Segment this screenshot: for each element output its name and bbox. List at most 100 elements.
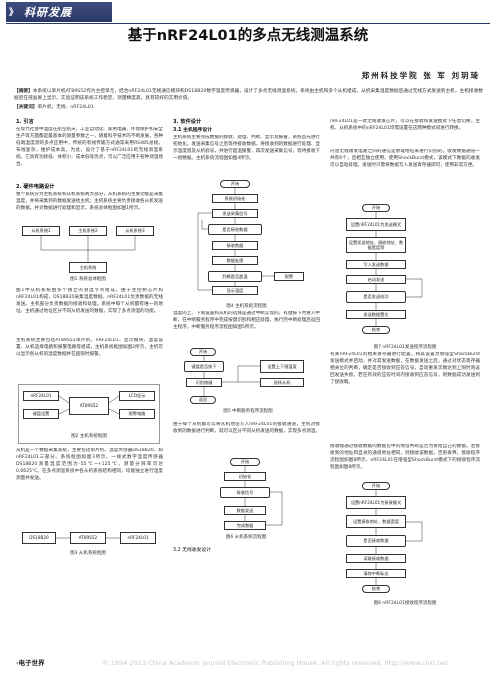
fig7-end: 结束 [362,326,390,334]
figure-8: 开始 设置nRF24L01为接收模式 设置接收地址、数据宽度 是否接收数据 读取… [342,482,472,630]
fig1-slave-3-box: 从机系统3 [116,226,154,236]
section-3-1-title: 3.1 主机程序设计 [173,128,212,133]
fig7-check-success: 是否发送成功 [346,291,406,303]
fig4-receive: 接收数据 [212,241,258,250]
fig8-read-data: 读取接收数据 [346,554,406,563]
fig8-caption: 图8 nRF24L01接收程序流程图 [373,601,437,606]
fig5-key-check: 键盘是否按下 [184,361,224,372]
fig1-slave-1-box: 从机系统1 [22,226,60,236]
fig5-caption: 图5 中断服务程序流程图 [223,409,273,414]
section-3-2-title: 3.2 无线收发设计 [173,548,211,553]
fig6-receive: 接收信号 [220,487,270,498]
fig6-arrows [244,466,283,526]
page-label: ·电子世界 [16,659,45,667]
fig5-start: 开始 [190,348,216,356]
fig7-set-flag: 发送数据置位 [346,310,406,319]
fig8-clear-irq: 清除中断标志 [346,569,406,578]
fig3-caption: 图3 从机系统框图 [70,551,106,556]
section-2-text-2: 图1中从机系统由多个独立的测温节点组成，由于主控制芯片和nRF24L01构成，D… [16,288,163,314]
col3-text-4: 接收端通过接收数据的数据包中的地址判断是否为发给自己的数据，若接收到的地址和自身… [330,444,480,470]
col3-text-1: nRF24L01是一款无线收发芯片，可以在接收和发送模式下任意切换，主机、从机系… [330,119,480,131]
keywords-text: 单片机；无线；nRF24L01 [37,105,94,110]
fig6-send: 数据发送 [224,506,266,515]
fig5-select-slave: 选择从机 [260,378,304,387]
section-2-title: 2. 硬件电路设计 [16,184,55,190]
fig8-check-receive: 是否接收数据 [346,535,406,547]
figure-2: AT89S52 nRF24L01 LCD显示 报警电路 键盘设置 图2 主机系统… [18,384,160,444]
fig7-start: 开始 [362,204,390,212]
section-3-1-text: 主机系统主要完成数据的接收、处理、判断、显示及报警，系统首先进行初始化，发送采集… [173,135,320,161]
keywords: 【关键词】单片机；无线；nRF24L01 [14,104,484,111]
fig7-write-data: 写入发送数据 [346,260,406,269]
fig7-start-tx: 启动发送 [346,275,406,284]
fig8-arrows [375,490,423,585]
authors: 郑州科技学院 张 军 刘玥琦 [361,71,480,80]
fig4-alarm: 报警 [274,272,304,281]
fig3-mcu-box: AT89S52 [70,532,106,544]
section-3-1-text-2: 温度的上、下限设置和从机的选择是通过中断实现的，有键按下时进入中断，在中断服务程… [173,311,320,330]
section-2-text-3: 主机系统主要包括AT89S52单片机、nRF24L01、显示模块、温度设置、从机… [16,338,163,357]
abstract: 【摘要】本系统以单片机AT89S52作为主控单元，结合nRF24L01无线通信模… [14,88,484,102]
fig8-start: 开始 [362,482,390,490]
figure-4: 开始 系统初始化 发送采集信号 是否接收数据 接收数据 数据处理 判断是否超温 … [178,180,318,302]
fig4-send-signal: 发送采集信号 [212,209,258,218]
fig4-display: 显示温度 [212,286,258,295]
keywords-label: 【关键词】 [14,105,38,110]
fig2-mcu-box: AT89S52 [69,397,109,415]
fig1-arrows [40,236,136,262]
fig8-set-addr: 设置接收地址、数据宽度 [346,515,406,528]
col3-text-3: 有关nRF24L01的相关寄存器进行配置，将其设置为增强型ShockBurst发… [330,352,480,385]
fig8-set-rx: 设置nRF24L01为接收模式 [346,496,406,509]
figure-6: 开始 初始化 接收信号 数据发送 完成数据 图6 从机系统流程图 [196,458,296,544]
fig1-slave-2-box: 主机系统2 [69,226,107,236]
fig4-check-over: 判断是否超温 [208,271,262,282]
fig4-process: 数据处理 [212,256,258,265]
col3-text-2: 内含无线收发电路之间的通信是依靠地址来进行识别的。收发数据通道一共有6个，且相互… [330,149,480,168]
fig2-arrows [58,395,120,415]
header-rule [6,23,490,24]
fig2-lcd-box: LCD显示 [119,391,155,401]
fig6-caption: 图6 从机系统流程图 [225,535,267,540]
abstract-text: 本系统以单片机AT89S52作为主控单元，结合nRF24L01无线通信模块和DS… [14,89,483,101]
figure-7: 开始 设置nRF24L01为发送模式 设置发送地址、接收地址、数据宽度等 写入发… [342,204,472,376]
fig2-caption: 图2 主机系统框图 [71,434,107,439]
section-label: 科研发展 [24,6,72,19]
copyright-watermark: © 1994-2013 China Academic Journal Elect… [102,659,448,667]
figure-3: DS18B20 AT89S52 nRF24L01 图3 从机系统框图 [18,526,158,562]
fig4-arrows [197,188,274,291]
fig6-complete: 完成数据 [224,521,266,530]
banner-arrow-icon: 》 [9,8,19,18]
fig1-master-box: 主机系统 [69,262,107,273]
fig2-alarm-box: 报警电路 [119,409,155,419]
fig4-check-receive: 是否接收数据 [208,224,262,235]
fig4-caption: 图4 主机系统流程图 [226,304,267,309]
figure-1: 从机系统1 主机系统2 从机系统3 主机系统 图1 系统总体框图 [18,222,158,284]
figure-5: 开始 键盘是否按下 识别按键 设置上下限温度 选择从机 返回 图5 中断服务程序… [178,348,318,418]
fig7-set-addr: 设置发送地址、接收地址、数据宽度等 [346,237,406,253]
fig8-end: 结束 [362,585,390,593]
fig6-start: 开始 [230,458,260,466]
fig7-caption: 图7 nRF24L01发送程序流程图 [373,345,437,350]
fig3-arrows [56,537,120,539]
fig5-arrows [203,356,260,396]
section-3-1-text-3: 由于每个从机都可以将从机地址写入nRF24L01的接收通道，主机对接收到的数据进… [173,422,320,434]
section-1-title: 1. 引言 [16,119,34,125]
fig5-return: 返回 [190,396,216,404]
fig2-radio-box: nRF24L01 [23,391,59,401]
section-3-title: 3. 软件设计 [173,119,202,125]
section-2-text-4: 从机是一个数据采集系统，主要包括单片机、温度传感器DS18B20、和nRF24L… [16,448,163,481]
abstract-label: 【摘要】 [14,89,33,94]
section-banner [6,2,112,22]
fig1-caption: 图1 系统总体框图 [70,277,106,282]
fig4-init: 系统初始化 [212,194,258,203]
fig5-set-limits: 设置上下限温度 [260,360,304,373]
fig3-sensor-box: DS18B20 [22,532,56,544]
section-1-text: 在现代社会中温度在航空航天、工业自动化、家用电器、环境保护和安全生产等方面都是最… [16,127,163,167]
fig3-radio-box: nRF24L01 [120,532,156,544]
fig6-init: 初始化 [224,472,266,481]
fig2-keypad-box: 键盘设置 [23,409,59,419]
section-2-text: 整个系统分为主机系统和从机系统两大部分，从机系统的主要功能是采集温度，并将采集到… [16,192,163,211]
fig7-arrows [375,212,423,326]
fig5-identify: 识别按键 [186,378,222,387]
fig7-set-tx: 设置nRF24L01为发送模式 [346,218,406,231]
